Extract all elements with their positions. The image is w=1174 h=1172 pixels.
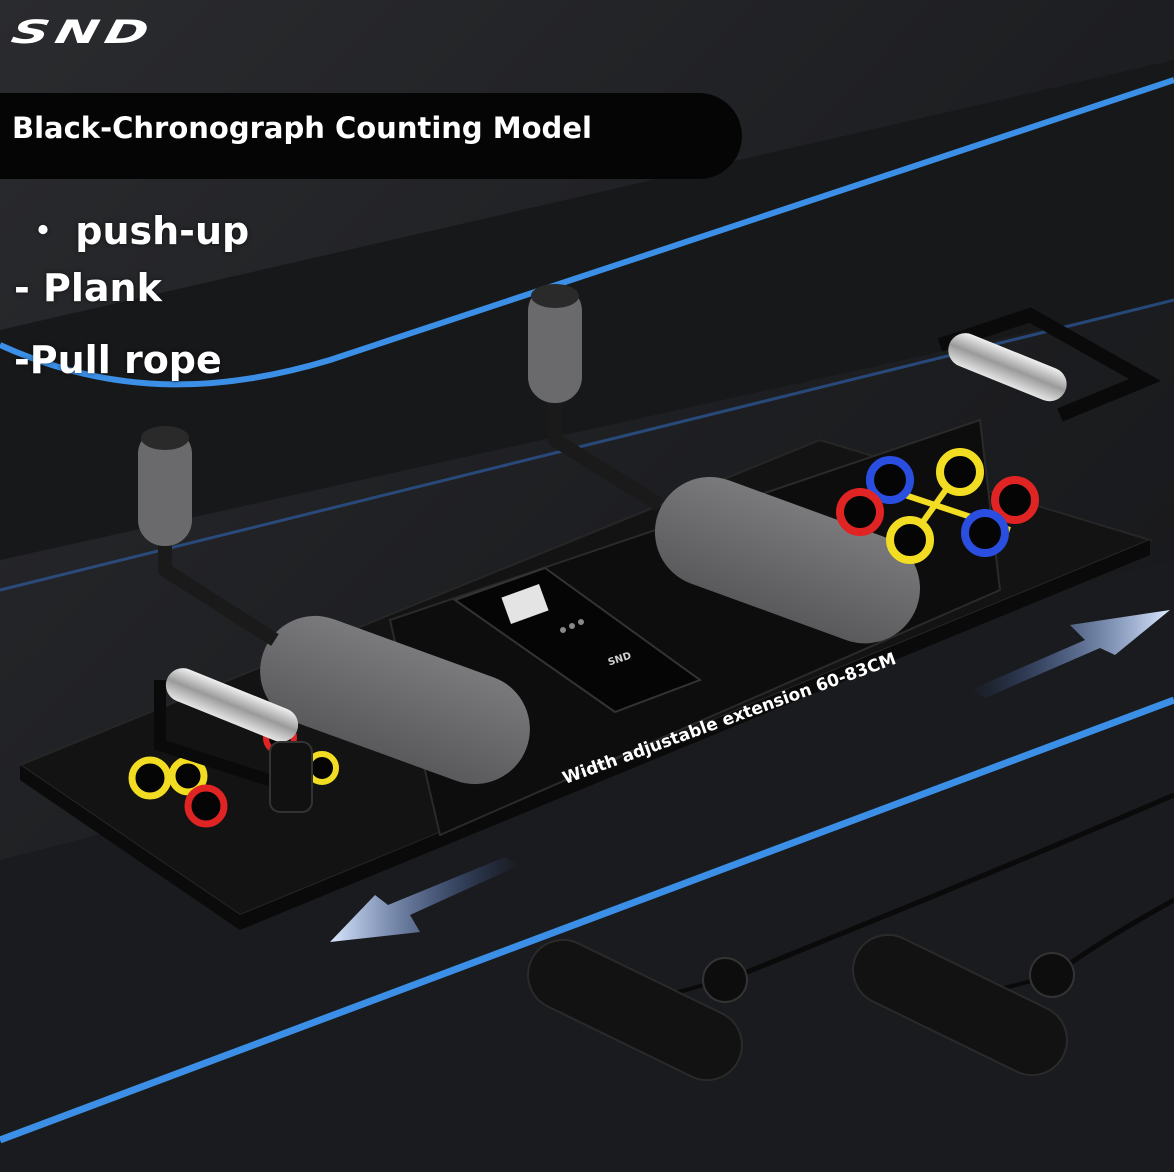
handle-arm-right bbox=[548, 385, 664, 511]
blue-stripe-bottom bbox=[0, 696, 1174, 1144]
brand-logo: SND bbox=[8, 14, 159, 52]
feature-label: push-up bbox=[75, 209, 250, 253]
pushup-bar-right bbox=[937, 307, 1161, 422]
blue-stripe-top bbox=[0, 77, 1174, 388]
pushup-pad-right bbox=[654, 476, 920, 644]
pushup-pad-left bbox=[260, 615, 530, 785]
pushup-bar-left bbox=[154, 668, 313, 813]
title-banner: Black-Chronograph Counting Model bbox=[0, 93, 742, 179]
counter-button bbox=[569, 623, 575, 629]
feature-label: Pull rope bbox=[29, 338, 222, 382]
arrow-right bbox=[970, 610, 1170, 698]
feature-bullet: - bbox=[14, 338, 30, 382]
page-title: Black-Chronograph Counting Model bbox=[12, 111, 592, 145]
arrow-left bbox=[330, 857, 520, 942]
counter-button bbox=[578, 619, 584, 625]
plank-grip-left bbox=[138, 428, 192, 546]
feature-label: Plank bbox=[43, 266, 162, 310]
counter-button bbox=[560, 627, 566, 633]
feature-plank: - Plank bbox=[14, 266, 162, 310]
counter-screen bbox=[501, 584, 549, 624]
feature-bullet: - bbox=[14, 266, 30, 310]
feature-bullet: ・ bbox=[24, 209, 63, 253]
color-rings-right bbox=[836, 448, 1039, 564]
upper-mat bbox=[0, 60, 1174, 560]
plank-grip-right-top bbox=[531, 284, 579, 308]
board-edge bbox=[20, 765, 240, 930]
feature-pushup: ・ push-up bbox=[24, 200, 249, 255]
pull-rope bbox=[527, 792, 1174, 1082]
feature-pull-rope: -Pull rope bbox=[14, 338, 222, 382]
board-edge-front bbox=[240, 540, 1150, 930]
lower-mat bbox=[0, 560, 1174, 1172]
plank-grip-right bbox=[528, 285, 582, 403]
plank-grip-left-top bbox=[141, 426, 189, 450]
